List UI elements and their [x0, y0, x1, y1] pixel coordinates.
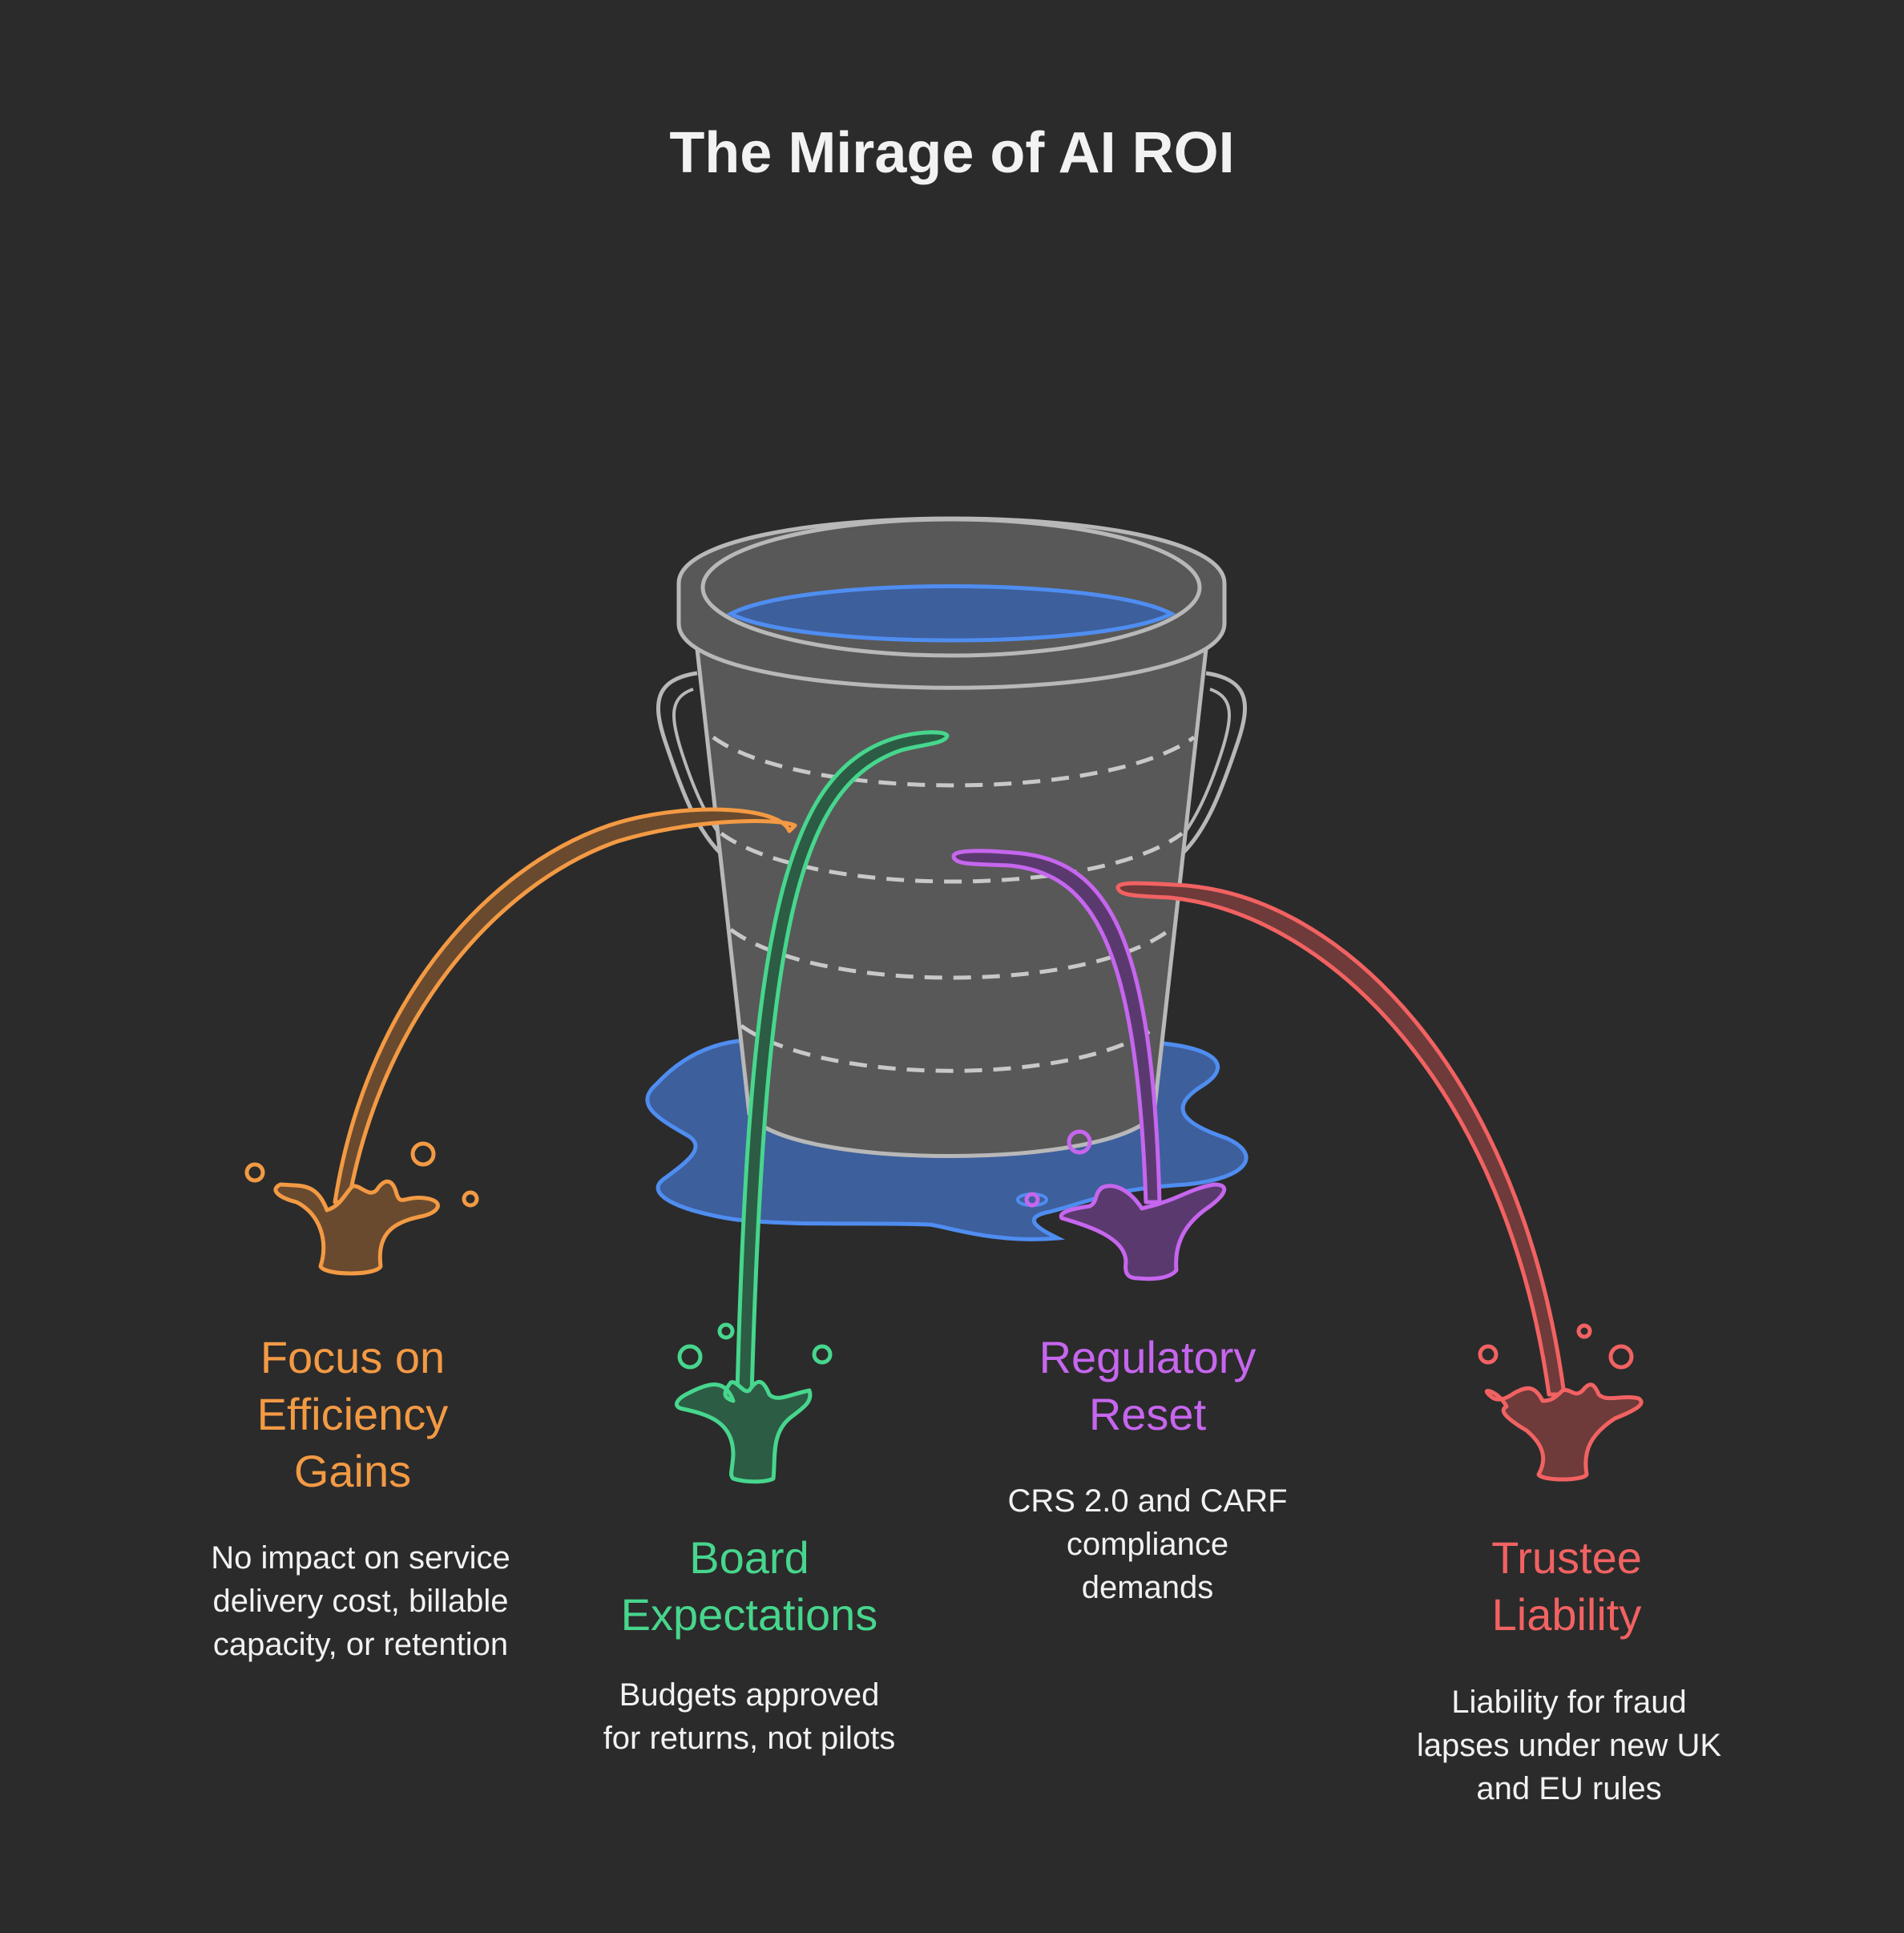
label-line: Regulatory: [1039, 1332, 1257, 1382]
splash-board: [675, 1379, 813, 1484]
splash-drop: [677, 1344, 703, 1370]
bucket-body: [695, 647, 1208, 1158]
stream-regulatory-flow: [951, 849, 1162, 1205]
bucket-ring-1: [712, 735, 1196, 788]
description-line: and EU rules: [1476, 1771, 1662, 1806]
bucket-handle-left: [656, 671, 727, 859]
description-line: for returns, not pilots: [603, 1721, 896, 1756]
splash-drop: [1608, 1344, 1634, 1370]
splash-drop: [1478, 1344, 1499, 1365]
splash-regulatory: [1059, 1182, 1226, 1281]
label-line: Board: [689, 1532, 809, 1583]
splash-drop: [410, 1141, 436, 1167]
stream-regulatory: [951, 849, 1226, 1281]
description-line: Budgets approved: [619, 1677, 880, 1713]
description-line: No impact on service: [211, 1540, 510, 1576]
bucket-ring-4: [740, 1023, 1160, 1073]
label-line: Gains: [293, 1446, 412, 1496]
stream-board: [675, 730, 950, 1484]
page-title: The Mirage of AI ROI: [669, 121, 1235, 185]
splash-drop: [1067, 1129, 1092, 1155]
description-line: lapses under new UK: [1416, 1728, 1722, 1763]
description-line: capacity, or retention: [212, 1627, 509, 1662]
description-trustee: Liability for fraud lapses under new UK …: [1369, 1681, 1769, 1810]
description-efficiency: No impact on service delivery cost, bill…: [160, 1536, 561, 1666]
splash-trustee: [1484, 1382, 1644, 1482]
bucket-ring-2: [720, 831, 1184, 884]
label-line: Liability: [1491, 1589, 1642, 1640]
label-trustee: Trustee Liability: [1406, 1529, 1727, 1643]
bucket-handle-right-inner: [1171, 688, 1231, 849]
bucket-handle-left-inner: [672, 688, 732, 849]
label-line: Focus on: [260, 1332, 446, 1382]
label-line: Efficiency: [256, 1389, 449, 1439]
description-board: Budgets approved for returns, not pilots: [549, 1673, 950, 1760]
description-line: CRS 2.0 and CARF: [1007, 1483, 1288, 1519]
description-line: Liability for fraud: [1451, 1685, 1687, 1720]
stream-efficiency: [244, 807, 797, 1276]
splash-drop: [1024, 1192, 1040, 1208]
splash-drop: [1576, 1323, 1592, 1339]
stream-trustee: [1115, 881, 1644, 1482]
description-line: demands: [1081, 1570, 1214, 1605]
description-regulatory: CRS 2.0 and CARF compliance demands: [947, 1479, 1348, 1609]
label-line: Trustee: [1491, 1532, 1642, 1583]
splash-drop: [244, 1162, 265, 1183]
label-board: Board Expectations: [589, 1529, 910, 1643]
label-efficiency: Focus on Efficiency Gains: [192, 1329, 513, 1499]
splash-drop: [812, 1344, 833, 1365]
description-line: compliance: [1066, 1527, 1229, 1562]
splash-drop: [717, 1322, 735, 1340]
label-regulatory: Regulatory Reset: [987, 1329, 1308, 1443]
bucket-water: [726, 584, 1176, 643]
label-line: Expectations: [620, 1589, 878, 1640]
label-line: Reset: [1088, 1389, 1207, 1439]
bucket-handle-right: [1176, 671, 1248, 859]
description-line: delivery cost, billable: [212, 1584, 509, 1619]
splash-efficiency: [273, 1179, 440, 1276]
splash-drop: [462, 1190, 479, 1208]
